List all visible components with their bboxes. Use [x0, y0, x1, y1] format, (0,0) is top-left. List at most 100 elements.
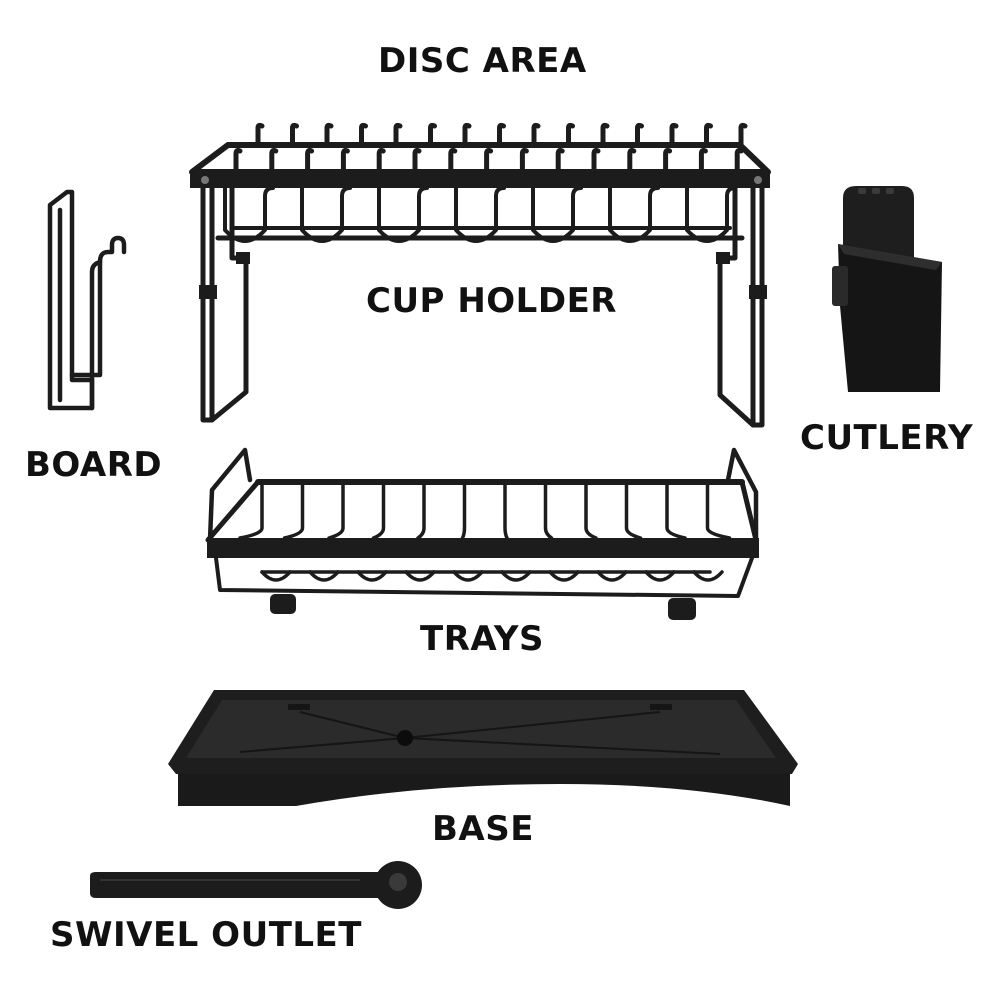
trays-foot-right: [668, 598, 696, 620]
disc-prong-back: [462, 122, 472, 148]
disc-prong-back: [393, 122, 403, 148]
cup-holder-loop: [377, 186, 429, 243]
swivel-outlet-part: [90, 861, 422, 909]
disc-prong-front: [233, 147, 243, 175]
trays-part: [205, 447, 759, 620]
tray-rib: [282, 480, 305, 540]
tray-rib: [371, 480, 386, 540]
label-swivel-outlet: SWIVEL OUTLET: [50, 915, 362, 955]
trays-side-right: [725, 447, 759, 543]
tray-loop: [452, 570, 484, 582]
swivel-spout-hole: [389, 873, 407, 891]
cutlery-back-compartment: [843, 186, 914, 262]
disc-prong-front: [412, 147, 422, 175]
tray-loop: [692, 570, 724, 582]
tray-loops: [260, 570, 724, 582]
disc-prong-back: [324, 122, 334, 148]
disc-prong-front: [663, 147, 673, 175]
disc-prong-front: [376, 147, 386, 175]
trays-foot-left: [270, 594, 296, 614]
tray-rib: [705, 480, 732, 540]
disc-prong-back: [290, 122, 299, 148]
disc-prong-front: [269, 147, 279, 175]
tray-loop: [596, 570, 628, 582]
label-board: BOARD: [25, 445, 163, 485]
disc-prong-front: [734, 147, 744, 175]
disc-prong-back: [255, 122, 265, 148]
upper-rack-joint-left-back: [236, 252, 250, 264]
cup-holder-loop: [608, 186, 660, 243]
tray-loop: [404, 570, 436, 582]
disc-prong-back: [635, 122, 644, 148]
swivel-spout-body: [90, 872, 380, 898]
base-drip-tray-part: [168, 690, 798, 806]
tray-rib: [624, 480, 643, 540]
board-hook-arm: [89, 259, 103, 411]
tray-rib: [238, 480, 264, 540]
disc-prong-front: [305, 147, 315, 175]
disc-prong-back: [738, 122, 748, 148]
label-disc-area: DISC AREA: [378, 41, 587, 81]
disc-prong-front: [519, 147, 529, 175]
tray-rib: [327, 480, 345, 540]
tray-rib: [543, 480, 554, 540]
label-cup-holder: CUP HOLDER: [366, 281, 617, 321]
upper-rack-joint-left: [199, 285, 217, 299]
upper-rack-leg-left: [200, 185, 215, 423]
tray-rib: [416, 480, 426, 540]
trays-side-left: [207, 447, 253, 543]
tray-loop: [356, 570, 388, 582]
tray-rib: [584, 480, 598, 540]
disc-prong-back: [359, 122, 368, 148]
cutlery-clip: [832, 266, 848, 306]
board-hook-part: [47, 189, 127, 411]
disc-prong-front: [555, 147, 565, 175]
tray-loop: [260, 570, 292, 582]
disc-prong-front: [627, 147, 637, 175]
cup-holder-loop: [454, 186, 506, 243]
trays-front-bar: [207, 538, 759, 558]
upper-rack-leg-right-back: [717, 185, 756, 428]
disc-prongs: [233, 122, 748, 175]
label-cutlery: CUTLERY: [800, 418, 974, 458]
upper-rack-top-frame: [189, 142, 771, 175]
disc-prong-front: [591, 147, 601, 175]
upper-rack-leg-left-back: [209, 185, 249, 423]
cup-loops: [223, 186, 737, 243]
disc-prong-back: [669, 122, 679, 148]
upper-rack-joint-right: [749, 285, 767, 299]
disc-prong-back: [566, 122, 575, 148]
trays-basket: [214, 556, 754, 598]
disc-prong-front: [484, 147, 494, 175]
disc-prong-front: [340, 147, 350, 175]
cup-holder-loop: [685, 186, 737, 243]
disc-prong-front: [698, 147, 708, 175]
disc-prong-front: [448, 147, 458, 175]
upper-rack-bolt-left: [201, 176, 209, 184]
tray-rib: [665, 480, 687, 540]
base-tab-left: [288, 704, 310, 710]
cutlery-cup-rim: [838, 244, 942, 270]
upper-rack-part: [189, 122, 771, 428]
cutlery-holder-part: [832, 186, 942, 392]
disc-prong-back: [531, 122, 541, 148]
base-drain-hole: [397, 730, 413, 746]
cutlery-slots: [858, 188, 894, 194]
label-trays: TRAYS: [420, 619, 545, 659]
tray-rib: [503, 480, 509, 540]
tray-ribs: [238, 480, 732, 540]
upper-rack-bolt-right: [754, 176, 762, 184]
cup-holder-loop: [300, 186, 352, 243]
upper-rack-joint-right-back: [716, 252, 730, 264]
tray-loop: [548, 570, 580, 582]
disc-prong-back: [428, 122, 437, 148]
disc-prong-back: [704, 122, 713, 148]
cup-holder-loop: [531, 186, 583, 243]
label-base: BASE: [432, 809, 534, 849]
trays-front-top: [205, 479, 759, 543]
upper-rack-leg-right: [750, 185, 765, 428]
disc-prong-back: [600, 122, 610, 148]
base-skirt: [178, 774, 790, 806]
disc-prong-back: [497, 122, 506, 148]
